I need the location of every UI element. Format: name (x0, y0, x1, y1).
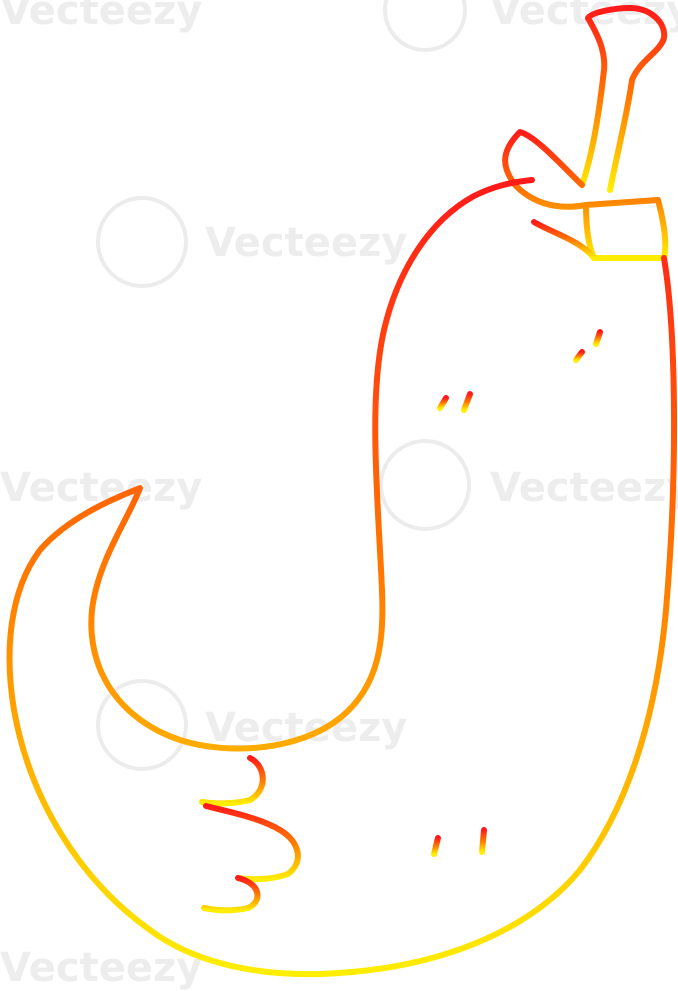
watermark-logo-icon (383, 0, 467, 52)
pepper-tail-fold (199, 755, 266, 807)
watermark-logo-icon (96, 679, 188, 771)
pepper-speck (593, 329, 603, 347)
pepper-speck (431, 835, 441, 857)
pepper-stem (579, 5, 668, 193)
watermark-text: Vecteezy (0, 0, 203, 34)
pepper-calyx-fold (531, 219, 597, 261)
pepper-speck (573, 349, 585, 363)
pepper-speck (479, 827, 487, 855)
pepper-tail-fold (201, 875, 261, 914)
watermark-logo-icon (379, 439, 471, 531)
pepper-body-outline (6, 177, 678, 978)
pepper-speck (437, 395, 449, 411)
pepper-tail-fold (203, 803, 301, 883)
watermark-text: Vecteezy (490, 0, 678, 34)
watermark-text: Vecteezy (490, 465, 678, 511)
watermark-text: Vecteezy (205, 220, 408, 266)
pepper-speck (461, 391, 473, 413)
pepper-calyx (502, 129, 669, 261)
watermark-text: Vecteezy (205, 705, 408, 751)
watermark-logo-icon (96, 196, 188, 288)
